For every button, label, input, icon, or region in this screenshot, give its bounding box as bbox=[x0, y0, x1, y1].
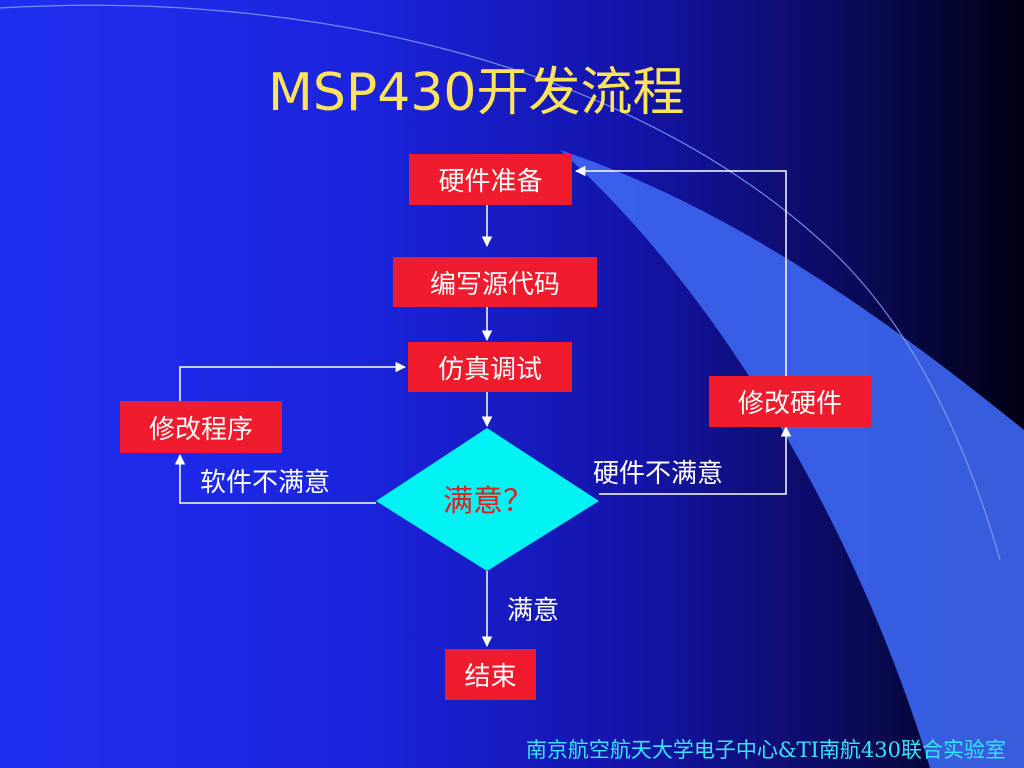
decorative-sweep-shape bbox=[560, 150, 1024, 768]
node-end: 结束 bbox=[445, 649, 536, 700]
decision-diamond bbox=[376, 428, 599, 571]
node-simulate-debug: 仿真调试 bbox=[408, 342, 572, 392]
connector-modify-hardware-to-prep bbox=[574, 165, 787, 376]
decorative-arc-line bbox=[0, 4, 1001, 561]
connector-modify-program-to-sim bbox=[179, 361, 407, 401]
edge-label-hardware-unsatisfied: 硬件不满意 bbox=[593, 459, 724, 489]
node-modify-program: 修改程序 bbox=[120, 401, 282, 453]
decision-label: 满意？ bbox=[443, 484, 533, 519]
slide-title: MSP430开发流程 bbox=[268, 63, 685, 123]
node-write-source: 编写源代码 bbox=[393, 257, 597, 307]
edge-label-software-unsatisfied: 软件不满意 bbox=[200, 468, 331, 498]
node-modify-hardware: 修改硬件 bbox=[709, 376, 871, 427]
edge-label-satisfied: 满意 bbox=[507, 596, 560, 626]
connector-decision-to-modify-hardware bbox=[599, 425, 792, 495]
footer-credit: 南京航空航天大学电子中心&TI南航430联合实验室 bbox=[525, 738, 1006, 762]
connector-decision-to-modify-program bbox=[174, 453, 376, 504]
node-hardware-prep: 硬件准备 bbox=[409, 154, 572, 205]
